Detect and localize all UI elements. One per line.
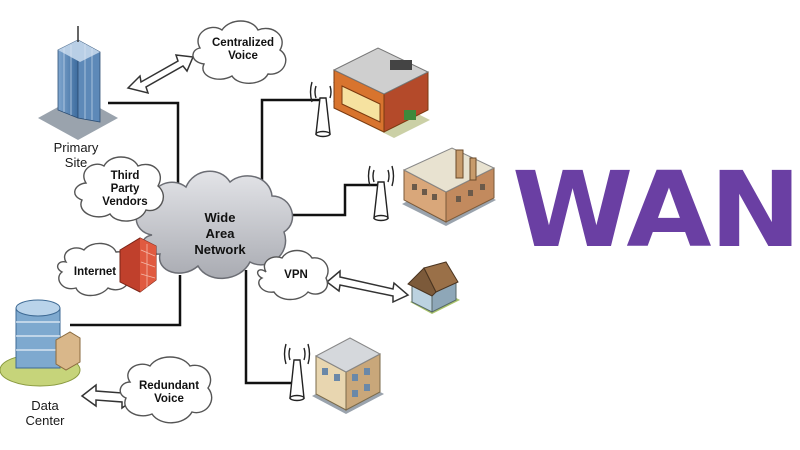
vpn-label: VPN [284,269,308,281]
primary-site-line-1: Primary [53,140,99,155]
link-factory [280,183,380,217]
home-office-icon [407,261,460,314]
data-center-line-2: Center [25,413,65,428]
link-data-center [70,275,182,327]
redundant-voice-line-2: Voice [154,393,184,405]
data-center-line-1: Data [31,398,59,413]
data-center-label: Data Center [10,398,80,428]
office-tower-icon [38,26,118,140]
data-center-icon [0,299,81,387]
core-cloud-line-1: Wide [204,210,236,225]
redundant-voice-label: Redundant Voice [122,380,216,406]
arrow-centralized-voice [126,54,195,95]
link-apartment [244,270,295,385]
third-party-line-2: Party [110,183,140,195]
primary-site-line-2: Site [64,155,88,170]
third-party-label: Third Party Vendors [80,170,170,209]
wan-cloud [135,170,294,280]
link-primary-site [108,101,180,200]
cloud-centralized-voice [192,20,287,84]
factory-icon [402,147,496,226]
cloud-vpn [256,249,329,301]
link-store [260,98,322,195]
centralized-voice-label: Centralized Voice [198,37,288,63]
connection-lines [70,98,380,385]
centralized-voice-line-2: Voice [228,50,258,62]
cloud-internet [56,242,132,297]
core-cloud-line-2: Area [205,226,235,241]
antenna-icon-store [309,81,337,138]
arrow-vpn [325,269,410,304]
redundant-voice-line-1: Redundant [138,380,200,392]
cloud-third-party [74,156,164,222]
antenna-icon-factory [367,165,395,222]
core-cloud-label: Wide Area Network [170,210,270,258]
centralized-voice-line-1: Centralized [212,37,274,49]
firewall-icon [119,237,157,293]
retail-store-icon [332,47,430,138]
internet-label: Internet [73,266,117,278]
core-cloud-line-3: Network [194,242,246,257]
cloud-redundant-voice [119,356,213,424]
antenna-icon-apartment [283,343,311,402]
apartment-building-icon [312,337,384,414]
page-title: WAN [512,149,800,271]
primary-site-label: Primary Site [36,140,116,170]
third-party-line-3: Vendors [102,196,148,208]
third-party-line-1: Third [110,170,140,182]
